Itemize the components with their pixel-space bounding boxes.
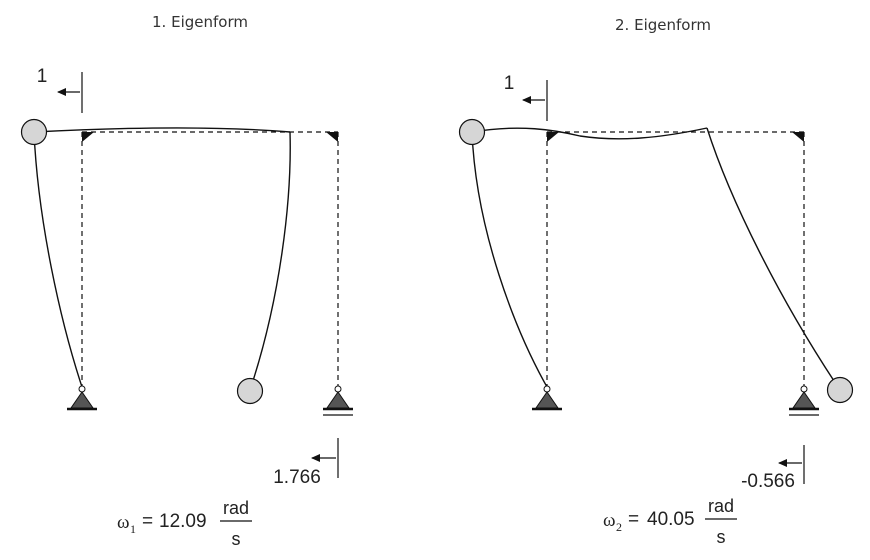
- undeformed-frame: [81, 131, 339, 387]
- omega-index: 2: [616, 520, 622, 534]
- corner-marker: [326, 132, 338, 142]
- top-displacement-label: 1: [37, 66, 48, 87]
- top-displacement-arrow: [522, 80, 548, 121]
- pin-support: [67, 385, 97, 411]
- bottom-displacement-label: 1.766: [273, 467, 321, 488]
- lumped-mass-top: [458, 118, 486, 146]
- deformed-shape: [471, 127, 841, 391]
- omega-index: 1: [130, 522, 136, 536]
- top-displacement-label: 1: [504, 73, 515, 94]
- lumped-mass-top: [20, 118, 48, 146]
- roller-support: [323, 385, 353, 416]
- panel-eigenform-1: 1. Eigenform: [20, 13, 353, 549]
- corner-marker: [792, 132, 804, 142]
- omega-value: 40.05: [647, 509, 695, 530]
- unit-denominator: s: [232, 529, 241, 549]
- unit-numerator: rad: [708, 496, 734, 516]
- equals-sign: =: [142, 511, 153, 532]
- lumped-mass-bottom: [236, 377, 264, 405]
- omega-symbol: ω: [603, 510, 616, 531]
- bottom-displacement-arrow: [311, 438, 339, 478]
- corner-marker: [82, 132, 94, 142]
- pin-support: [532, 385, 562, 411]
- undeformed-frame: [546, 131, 805, 387]
- panel-eigenform-2: 2. Eigenform: [458, 16, 854, 547]
- corner-marker: [547, 132, 559, 142]
- lumped-mass-bottom: [826, 376, 854, 404]
- unit-numerator: rad: [223, 498, 249, 518]
- omega-symbol: ω: [117, 512, 130, 533]
- panel-title: 1. Eigenform: [152, 13, 248, 31]
- bottom-displacement-label: -0.566: [741, 471, 795, 492]
- top-displacement-arrow: [57, 72, 83, 113]
- bottom-displacement-arrow: [778, 445, 805, 484]
- natural-frequency-2: ω 2 = 40.05 rad s: [603, 496, 737, 547]
- unit-denominator: s: [717, 527, 726, 547]
- roller-support: [789, 385, 819, 416]
- deformed-shape: [33, 127, 291, 391]
- omega-value: 12.09: [159, 511, 207, 532]
- natural-frequency-1: ω 1 = 12.09 rad s: [117, 498, 252, 549]
- equals-sign: =: [628, 509, 639, 530]
- panel-title: 2. Eigenform: [615, 16, 711, 34]
